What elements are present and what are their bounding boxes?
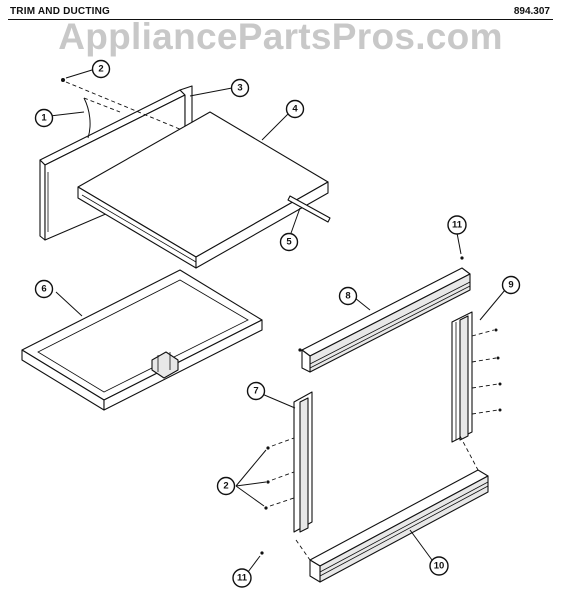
part-bottom-rail — [295, 435, 489, 583]
watermark: AppliancePartsPros.com — [58, 16, 503, 57]
callout-label: 10 — [434, 561, 445, 572]
leader-lines — [49, 69, 506, 573]
part-drain-pan — [21, 269, 263, 411]
page-header: TRIM AND DUCTING 894.307 — [0, 0, 561, 20]
callout-2-bottom: 2 — [216, 476, 236, 496]
callout-label: 6 — [41, 284, 46, 295]
callout-label: 11 — [452, 220, 463, 231]
callout-6: 6 — [34, 279, 54, 299]
callout-11-top: 11 — [447, 215, 467, 235]
callout-7: 7 — [246, 381, 266, 401]
callout-3: 3 — [230, 78, 250, 98]
callout-5: 5 — [279, 232, 299, 252]
header-rule — [8, 19, 553, 20]
callout-10: 10 — [429, 556, 449, 576]
callout-4: 4 — [285, 99, 305, 119]
callout-1: 1 — [34, 108, 54, 128]
callout-label: 8 — [345, 291, 350, 302]
callout-11-bottom: 11 — [232, 568, 252, 588]
part-left-rail — [260, 391, 313, 555]
callout-label: 2 — [223, 481, 228, 492]
callout-label: 7 — [253, 386, 258, 397]
callout-label: 2 — [98, 64, 103, 75]
callout-label: 4 — [292, 104, 298, 115]
callout-2-top: 2 — [91, 59, 111, 79]
callout-label: 11 — [237, 573, 248, 584]
callout-label: 1 — [41, 113, 47, 124]
callout-8: 8 — [338, 286, 358, 306]
callout-label: 3 — [237, 83, 242, 94]
part-fastener-assembly — [61, 78, 183, 139]
model-code: 894.307 — [513, 6, 550, 17]
part-right-rail — [451, 311, 502, 443]
section-title: TRIM AND DUCTING — [10, 6, 111, 17]
part-top-rail — [298, 256, 471, 373]
callout-label: 9 — [508, 280, 513, 291]
callout-label: 5 — [286, 237, 292, 248]
callout-9: 9 — [501, 275, 521, 295]
part-rod — [287, 195, 331, 223]
